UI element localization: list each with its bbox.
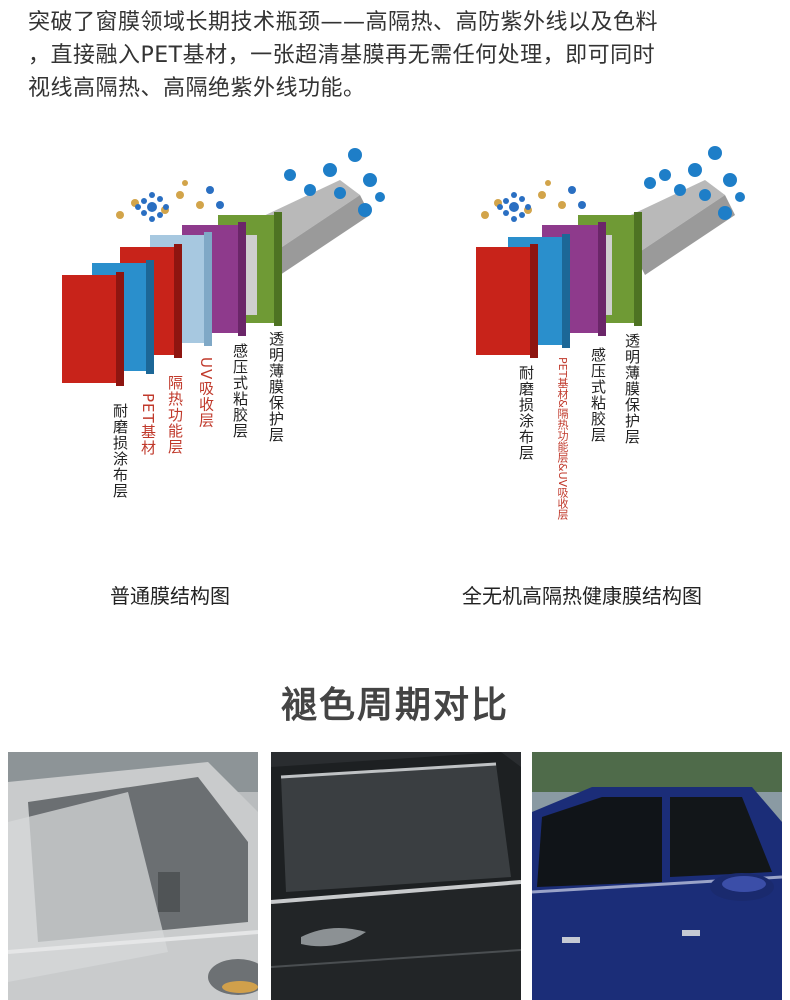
- label-pet: PET基材: [139, 393, 157, 456]
- ray-arrow: [620, 180, 725, 255]
- label-protective-film: 透明薄膜保护层: [623, 333, 641, 445]
- label-protective-film: 透明薄膜保护层: [267, 331, 285, 443]
- ordinary-film-diagram: 耐磨损涂布层 PET基材 隔热功能层 UV吸收层 感压式粘胶层 透明薄膜保护层: [40, 135, 400, 565]
- intro-line-2: ，直接融入PET基材，一张超清基膜再无需任何处理，即可同时: [28, 43, 656, 68]
- particles-illustration: [481, 146, 745, 275]
- label-wear-coating: 耐磨损涂布层: [111, 403, 129, 499]
- label-pet-combined: PET基材&隔热功能层&UV吸收层: [556, 357, 569, 521]
- section-title: 褪色周期对比: [280, 685, 509, 726]
- label-heat-insulation: 隔热功能层: [166, 375, 184, 455]
- caption-ordinary-film: 普通膜结构图: [110, 584, 230, 608]
- intro-line-1: 突破了窗膜领域长期技术瓶颈——高隔热、高防紫外线以及色料: [28, 10, 659, 35]
- layer-wear-coating: [62, 272, 124, 386]
- layer-wear-coating: [476, 244, 538, 358]
- car-photo-tinted: [271, 752, 521, 1000]
- intro-paragraph: 突破了窗膜领域长期技术瓶颈——高隔热、高防紫外线以及色料 ，直接融入PET基材，…: [28, 6, 768, 105]
- label-adhesive: 感压式粘胶层: [231, 343, 249, 439]
- inorganic-film-diagram: 耐磨损涂布层 PET基材&隔热功能层&UV吸收层 感压式粘胶层 透明薄膜保护层: [450, 135, 770, 565]
- label-wear-coating: 耐磨损涂布层: [517, 365, 535, 461]
- car-photo-blue: [532, 752, 782, 1000]
- label-uv-absorb: UV吸收层: [197, 357, 215, 429]
- label-adhesive: 感压式粘胶层: [589, 347, 607, 443]
- caption-inorganic-film: 全无机高隔热健康膜结构图: [462, 584, 702, 608]
- car-photo-faded: [8, 752, 258, 1000]
- intro-line-3: 视线高隔热、高隔绝紫外线功能。: [28, 76, 366, 101]
